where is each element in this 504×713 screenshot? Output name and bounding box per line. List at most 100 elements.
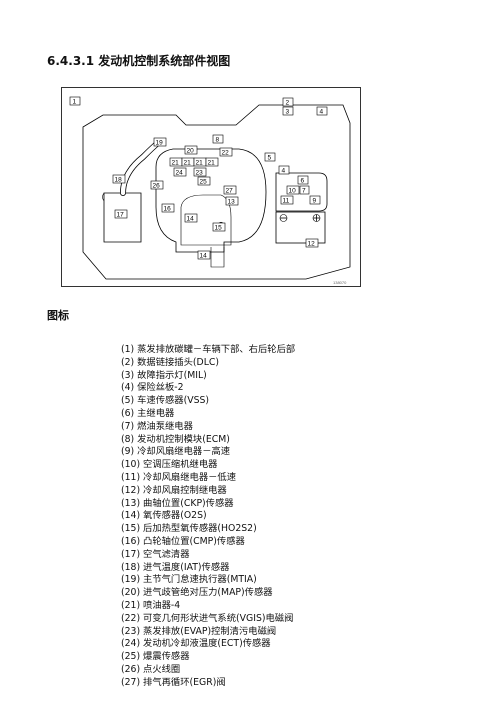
- legend-item: (6) 主继电器: [121, 407, 175, 419]
- legend-item: (25) 爆震传感器: [121, 651, 190, 663]
- legend-item: (5) 车速传感器(VSS): [121, 395, 210, 407]
- legend-item: (11) 冷却风扇继电器－低速: [121, 471, 237, 483]
- callout-12: 12: [305, 238, 319, 248]
- callout-21c: 21: [193, 157, 207, 167]
- legend-item: (19) 主节气门怠速执行器(MTIA): [121, 574, 257, 586]
- svg-text:9: 9: [313, 198, 317, 205]
- callout-17: 17: [114, 209, 128, 219]
- section-title: 6.4.3.1 发动机控制系统部件视图: [47, 54, 231, 68]
- callout-11: 11: [280, 195, 294, 205]
- svg-text:14: 14: [187, 216, 195, 223]
- svg-text:12: 12: [308, 241, 316, 248]
- callout-13: 13: [225, 196, 239, 206]
- svg-text:25: 25: [200, 179, 208, 186]
- legend-item: (14) 氧传感器(O2S): [121, 510, 207, 522]
- callout-1x: 14: [184, 213, 198, 223]
- legend-item: (8) 发动机控制模块(ECM): [121, 433, 230, 445]
- legend-item: (3) 故障指示灯(MIL): [121, 369, 207, 381]
- svg-text:2: 2: [286, 100, 290, 107]
- legend-item: (16) 凸轮轴位置(CMP)传感器: [121, 535, 245, 547]
- svg-text:19: 19: [156, 140, 164, 147]
- legend-item: (24) 发动机冷却液温度(ECT)传感器: [121, 638, 271, 650]
- svg-text:13: 13: [228, 199, 236, 206]
- legend-item: (21) 喷油器-4: [121, 599, 181, 611]
- callout-3: 3: [282, 106, 294, 116]
- callout-4-box: 4: [278, 165, 290, 175]
- legend-item: (15) 后加热型氧传感器(HO2S2): [121, 523, 257, 535]
- legend-item: (12) 冷却风扇控制继电器: [121, 484, 227, 496]
- svg-text:6: 6: [301, 178, 305, 185]
- svg-text:21: 21: [196, 160, 204, 167]
- callout-19: 19: [153, 137, 167, 147]
- legend-item: (26) 点火线圈: [121, 663, 181, 675]
- callout-21d: 21: [205, 157, 219, 167]
- oil-pan-shape: [180, 194, 232, 246]
- callout-1: 1: [69, 96, 81, 106]
- svg-text:8: 8: [216, 137, 220, 144]
- legend-item: (13) 曲轴位置(CKP)传感器: [121, 497, 234, 509]
- callout-27: 27: [223, 185, 237, 195]
- svg-text:18: 18: [115, 177, 123, 184]
- svg-text:24: 24: [176, 170, 184, 177]
- engine-bay-outline: [82, 104, 351, 280]
- battery-plus-ring: [312, 214, 321, 222]
- svg-text:27: 27: [226, 188, 234, 195]
- legend-item: (20) 进气歧管绝对压力(MAP)传感器: [121, 587, 273, 599]
- legend-item: (10) 空调压缩机继电器: [121, 459, 218, 471]
- callout-5: 5: [264, 152, 276, 162]
- component-view-diagram: 1 2 3 4 5 4 6 10 7 11 9 12 8 22 19 20 21…: [61, 87, 361, 287]
- figure-id: 138070: [333, 280, 347, 285]
- legend-item: (2) 数据链接插头(DLC): [121, 356, 219, 368]
- svg-text:16: 16: [164, 206, 172, 213]
- exhaust-pipe: [210, 247, 225, 268]
- callout-22: 22: [219, 147, 233, 157]
- battery-minus-ring: [279, 214, 288, 222]
- callout-4-top: 4: [316, 106, 328, 116]
- legend-item: (4) 保险丝板-2: [121, 382, 184, 394]
- svg-text:23: 23: [196, 170, 204, 177]
- callout-20: 20: [184, 145, 198, 155]
- callout-14: 14: [197, 250, 211, 260]
- callout-26: 26: [150, 180, 164, 190]
- legend-heading: 图标: [47, 309, 69, 322]
- callout-10: 10: [286, 185, 300, 195]
- legend-item: (9) 冷却风扇继电器－高速: [121, 446, 231, 458]
- battery-shape: [275, 211, 326, 244]
- legend-item: (17) 空气滤清器: [121, 548, 190, 560]
- callout-2: 2: [282, 97, 294, 107]
- svg-text:21: 21: [208, 160, 216, 167]
- legend-item: (1) 蒸发排放碳罐－车辆下部、右后轮后部: [121, 344, 296, 355]
- svg-text:26: 26: [153, 183, 161, 190]
- svg-text:3: 3: [286, 109, 290, 116]
- callout-7: 7: [299, 185, 310, 195]
- callout-21b: 21: [181, 157, 195, 167]
- svg-text:4: 4: [282, 168, 286, 175]
- legend-item: (27) 排气再循环(EGR)阀: [121, 676, 226, 688]
- svg-text:10: 10: [289, 188, 297, 195]
- svg-text:1: 1: [73, 99, 77, 106]
- callout-16: 16: [161, 203, 175, 213]
- svg-text:7: 7: [302, 188, 306, 195]
- legend-item: (22) 可变几何形状进气系统(VGIS)电磁阀: [121, 612, 294, 624]
- svg-text:21: 21: [172, 160, 180, 167]
- legend-item: (23) 蒸发排放(EVAP)控制清污电磁阀: [121, 625, 277, 637]
- callout-15: 15: [212, 222, 226, 232]
- svg-text:20: 20: [187, 148, 195, 155]
- callout-8: 8: [212, 134, 224, 144]
- svg-text:14: 14: [200, 253, 208, 260]
- legend-item: (18) 进气温度(IAT)传感器: [121, 561, 230, 573]
- svg-text:22: 22: [222, 150, 230, 157]
- callout-24: 24: [173, 167, 187, 177]
- callout-9: 9: [309, 195, 321, 205]
- callout-6: 6: [297, 175, 309, 185]
- svg-text:5: 5: [268, 155, 272, 162]
- svg-text:15: 15: [215, 225, 223, 232]
- callout-21a: 21: [169, 157, 183, 167]
- callout-18: 18: [112, 174, 126, 184]
- legend-item: (7) 燃油泵继电器: [121, 420, 193, 432]
- svg-text:11: 11: [283, 198, 290, 205]
- legend-list: (1) 蒸发排放碳罐－车辆下部、右后轮后部 (2) 数据链接插头(DLC) (3…: [121, 344, 295, 690]
- svg-text:4: 4: [320, 109, 324, 116]
- svg-text:17: 17: [117, 212, 125, 219]
- svg-text:21: 21: [184, 160, 192, 167]
